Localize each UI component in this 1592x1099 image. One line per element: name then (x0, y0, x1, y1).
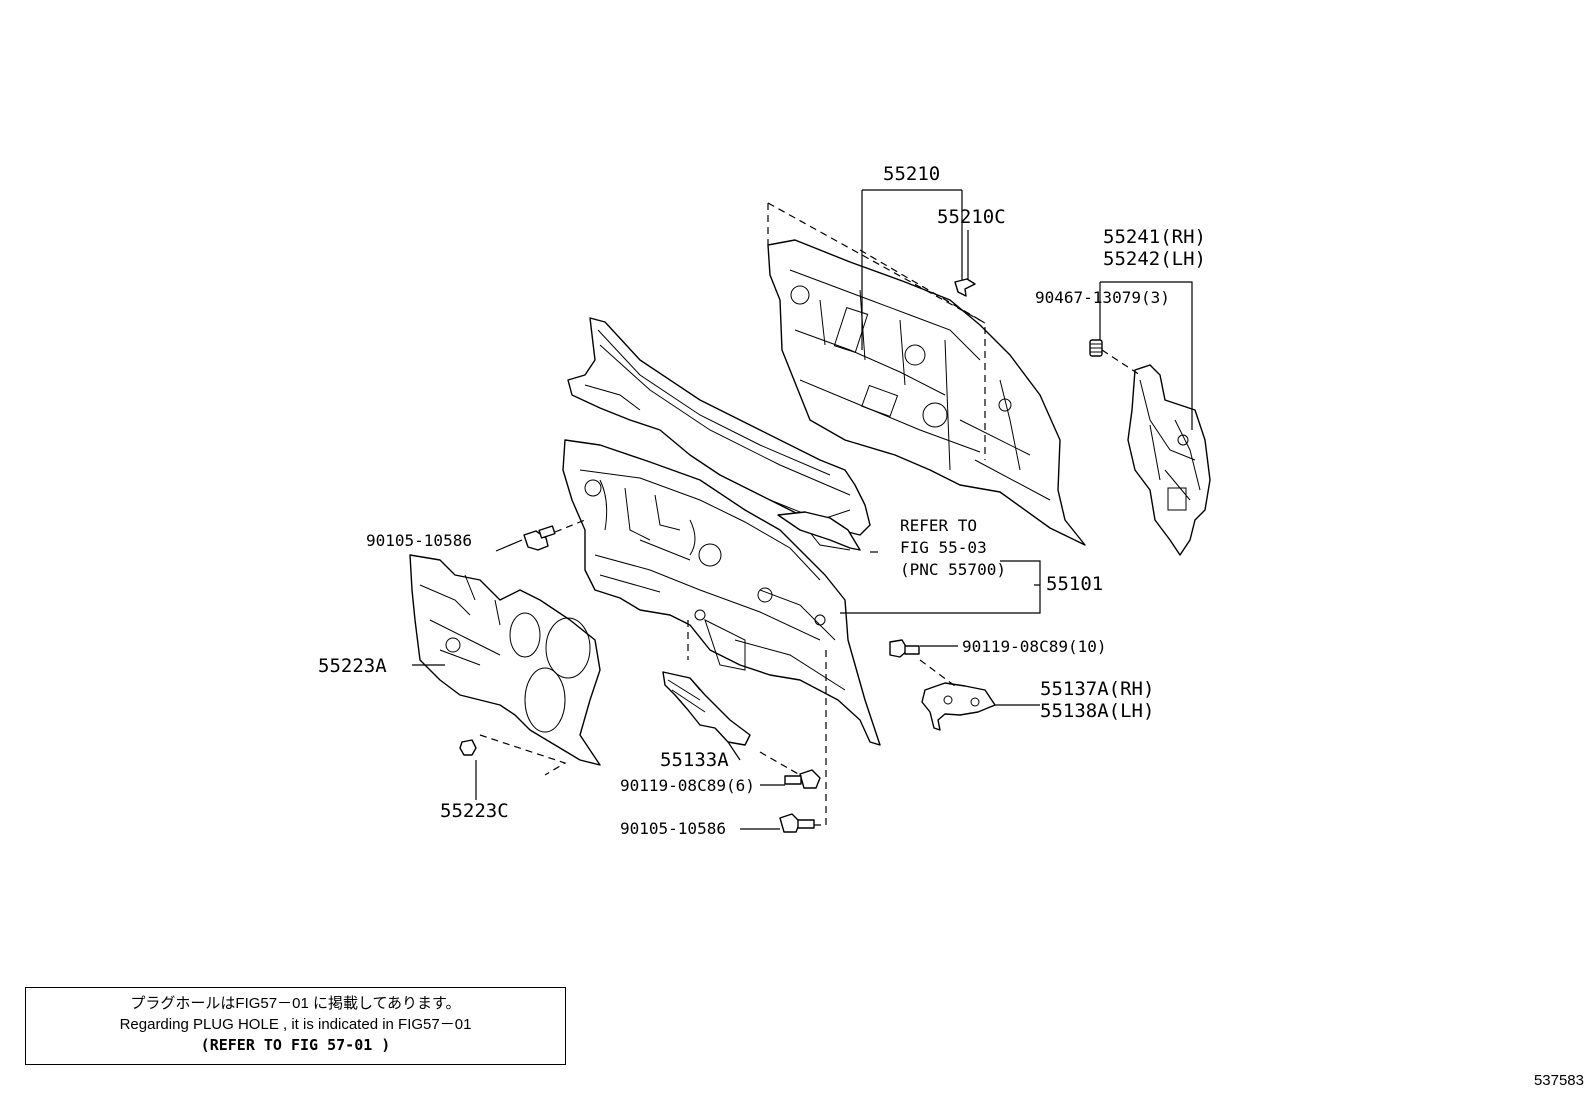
figure-number: 537583 (1533, 1072, 1584, 1089)
bolt-90105-10586-lower[interactable] (779, 813, 815, 833)
label-refer-pnc: (PNC 55700) (900, 560, 1006, 579)
note-line-refer: (REFER TO FIG 57-01 ) (200, 1036, 391, 1054)
part-55137a-55138a-bracket[interactable] (921, 682, 996, 731)
label-55223c: 55223C (440, 800, 509, 822)
label-55223a: 55223A (318, 655, 387, 677)
part-55210c-clip[interactable] (954, 278, 976, 297)
part-55101-dash-panel[interactable] (562, 439, 881, 746)
bolt-90105-10586-upper[interactable] (523, 525, 556, 551)
part-55223c-clip[interactable] (459, 739, 477, 756)
label-90105-lower: 90105-10586 (620, 819, 726, 838)
note-line-japanese: プラグホールはFIG57－01 に掲載してあります。 (130, 995, 461, 1012)
bolt-90119-08c89-6[interactable] (784, 769, 821, 789)
label-refer-to: REFER TO (900, 516, 977, 535)
part-55133a-pad[interactable] (662, 671, 751, 746)
note-line-english: Regarding PLUG HOLE , it is indicated in… (119, 1016, 472, 1033)
label-55210: 55210 (883, 163, 940, 185)
label-90467: 90467-13079(3) (1035, 288, 1170, 307)
label-90119-10: 90119-08C89(10) (962, 637, 1107, 656)
part-55241-55242-cowl-side[interactable] (1127, 364, 1211, 556)
label-refer-fig: FIG 55-03 (900, 538, 987, 557)
plug-hole-note: プラグホールはFIG57－01 に掲載してあります。 Regarding PLU… (25, 987, 566, 1065)
part-55210-dash-insulator[interactable] (767, 239, 1086, 546)
label-55133a: 55133A (660, 749, 729, 771)
label-90105-upper: 90105-10586 (366, 531, 472, 550)
label-55242: 55242(LH) (1103, 248, 1206, 270)
part-55223a-insulator[interactable] (409, 554, 601, 766)
label-55210c: 55210C (937, 206, 1006, 228)
label-55138a: 55138A(LH) (1040, 700, 1154, 722)
bolt-90119-08c89-10[interactable] (889, 639, 920, 658)
label-55241: 55241(RH) (1103, 226, 1206, 248)
label-55101: 55101 (1046, 573, 1103, 595)
label-90119-6: 90119-08C89(6) (620, 776, 755, 795)
bolt-90467-13079[interactable] (1089, 339, 1103, 357)
part-cowl-top-panel[interactable] (567, 317, 871, 551)
label-55137a: 55137A(RH) (1040, 678, 1154, 700)
